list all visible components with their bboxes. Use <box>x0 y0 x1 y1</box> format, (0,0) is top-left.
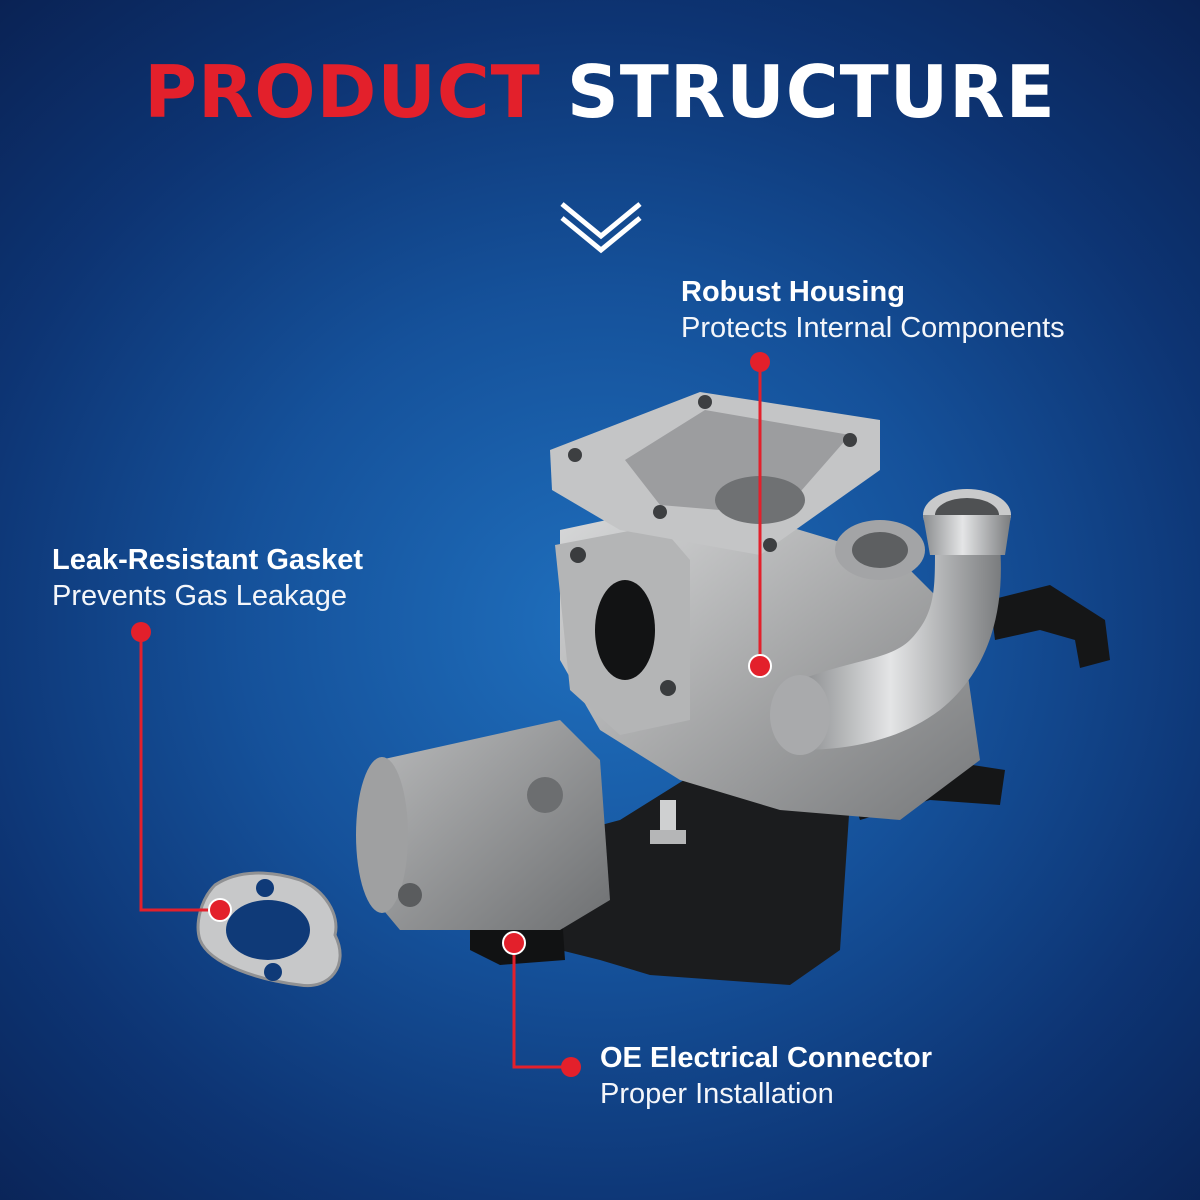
callout-heading: OE Electrical Connector <box>600 1042 932 1074</box>
callout-heading: Leak-Resistant Gasket <box>52 544 364 576</box>
callout-description: Prevents Gas Leakage <box>52 580 348 612</box>
title-rest-word: STRUCTURE <box>566 50 1056 134</box>
title-accent-word: PRODUCT <box>144 50 541 134</box>
egr-valve <box>356 392 1110 985</box>
callout-oe-electrical-connector: OE Electrical Connector Proper Installat… <box>600 1040 932 1112</box>
callout-leak-resistant-gasket: Leak-Resistant Gasket Prevents Gas Leaka… <box>52 542 363 614</box>
callout-description: Proper Installation <box>600 1078 834 1110</box>
callout-description: Protects Internal Components <box>681 312 1065 344</box>
housing-marker-dot <box>748 654 772 678</box>
page-title: PRODUCT STRUCTURE <box>0 56 1200 128</box>
callout-robust-housing: Robust Housing Protects Internal Compone… <box>681 274 1065 346</box>
connector-marker-dot-end <box>561 1057 581 1077</box>
gasket-marker-dot <box>208 898 232 922</box>
callout-heading: Robust Housing <box>681 276 905 308</box>
housing-marker-dot-top <box>750 352 770 372</box>
connector-marker-dot <box>502 931 526 955</box>
callout-leaders <box>139 362 762 1069</box>
double-chevron-down-icon <box>560 202 642 254</box>
gasket-marker-dot-top <box>131 622 151 642</box>
gasket-part <box>196 871 342 988</box>
